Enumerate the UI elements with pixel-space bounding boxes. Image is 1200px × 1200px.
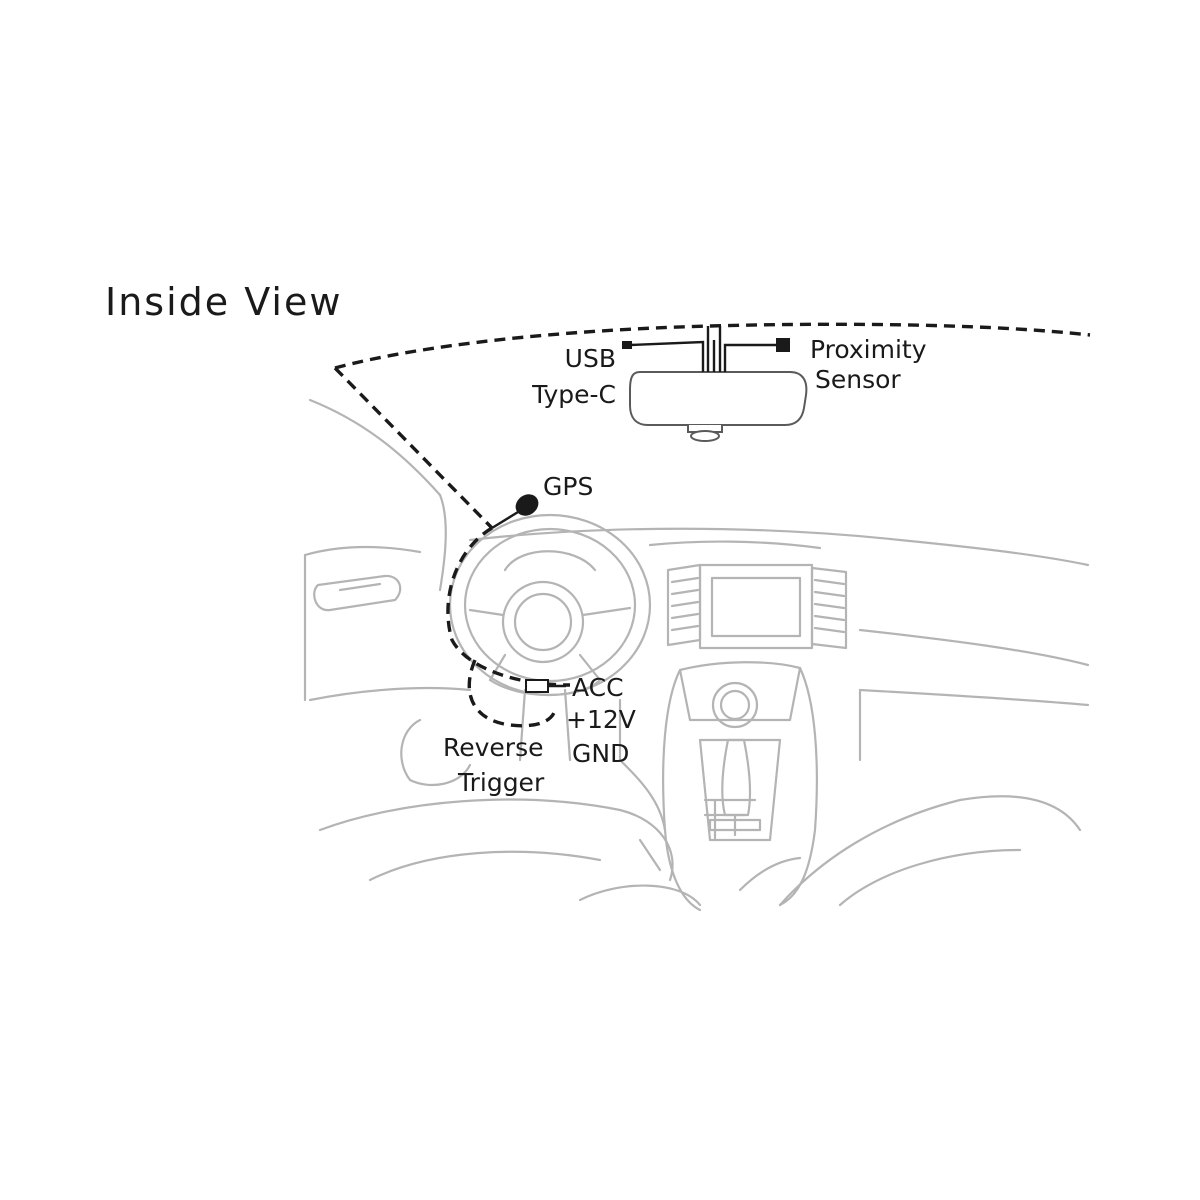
usb-type-label: Type-C (531, 380, 616, 409)
rearview-mirror (629, 371, 808, 442)
power-connector-icon (525, 679, 566, 693)
mirror-cables (629, 326, 778, 372)
steering-wheel (448, 513, 652, 697)
dash-wire-route (446, 526, 571, 687)
a-pillar-wire-route (333, 366, 494, 530)
page-title: Inside View (105, 280, 342, 324)
gnd-label: GND (572, 739, 629, 768)
proximity-sensor-icon (776, 338, 790, 352)
center-vents (666, 563, 848, 650)
gps-antenna-icon (491, 494, 539, 530)
reverse-trigger-wire-route (467, 659, 557, 728)
reverse-label: Reverse (443, 733, 544, 762)
windshield-wire-route (334, 322, 1091, 370)
front-seats (318, 718, 1082, 907)
gps-label: GPS (543, 472, 593, 501)
proximity-label: Proximity (810, 335, 927, 364)
acc-label: ACC (572, 673, 624, 702)
car-interior-outline (303, 398, 1090, 912)
plus12v-label: +12V (566, 705, 636, 734)
trigger-label: Trigger (457, 768, 545, 797)
center-console (662, 661, 818, 912)
sensor-label: Sensor (815, 365, 901, 394)
usb-label: USB (565, 344, 616, 373)
infotainment-screen (698, 563, 814, 650)
usb-connector-icon (622, 341, 632, 349)
